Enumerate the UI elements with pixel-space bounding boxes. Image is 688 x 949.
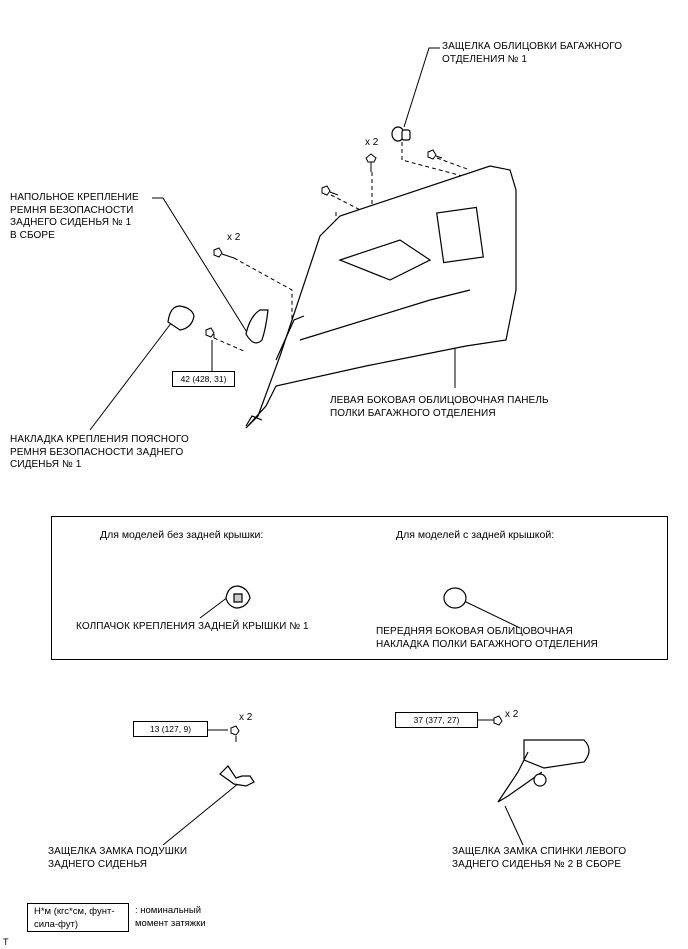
torque-cushion-lock: 13 (127, 9) bbox=[133, 721, 208, 737]
label-cap: КОЛПАЧОК КРЕПЛЕНИЯ ЗАДНЕЙ КРЫШКИ № 1 bbox=[76, 621, 309, 632]
qty-seatback-screws: x 2 bbox=[505, 709, 519, 720]
corner-mark: T bbox=[3, 937, 9, 947]
leader-floor-anchor bbox=[152, 197, 249, 335]
leader-lid-clip bbox=[403, 47, 440, 128]
floor-anchor-part bbox=[245, 309, 269, 344]
leader-cap bbox=[199, 596, 229, 619]
torque-seatback-lock: 37 (377, 27) bbox=[395, 712, 478, 728]
front-cover-part bbox=[443, 587, 467, 609]
legend-box: Н*м (кгс*см, фунт-сила-фут) bbox=[27, 903, 129, 932]
seatback-lock-part bbox=[497, 739, 590, 803]
leader-belt-cover bbox=[89, 321, 173, 431]
leader-seatback-lock bbox=[504, 805, 524, 846]
variant-box bbox=[51, 516, 668, 660]
belt-cover-part bbox=[167, 305, 195, 331]
torque-belt-anchor: 42 (428, 31) bbox=[172, 371, 235, 387]
lid-clip-part bbox=[391, 126, 411, 142]
qty-cushion-screws: x 2 bbox=[239, 712, 253, 723]
variant-heading-with-cover: Для моделей с задней крышкой: bbox=[396, 529, 555, 541]
variant-heading-without-cover: Для моделей без задней крышки: bbox=[100, 529, 264, 541]
leader-cushion-lock bbox=[162, 782, 240, 846]
qty-left-bolts: x 2 bbox=[227, 232, 241, 243]
leader-front-cover bbox=[463, 600, 521, 629]
cap-part bbox=[225, 585, 251, 609]
screws bbox=[205, 149, 503, 742]
qty-top-screws: x 2 bbox=[365, 137, 379, 148]
cushion-lock-part bbox=[219, 765, 255, 787]
side-panel-part bbox=[245, 165, 517, 429]
